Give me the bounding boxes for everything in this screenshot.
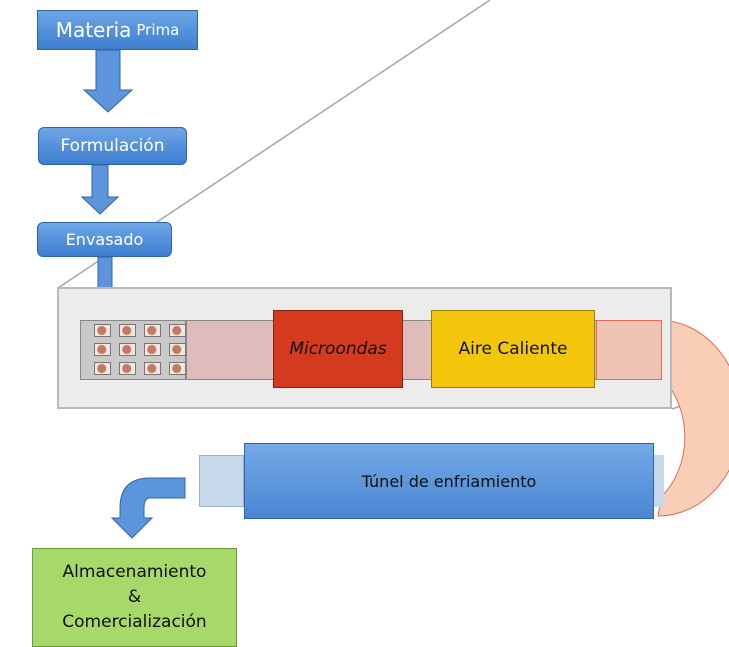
bent-arrow (110, 477, 186, 539)
food-package (169, 362, 186, 375)
envasado-box: Envasado (37, 222, 172, 257)
food-package (169, 324, 186, 337)
conveyor-belt-end (596, 320, 662, 380)
food-package (119, 324, 136, 337)
almacen-line3: Comercialización (62, 612, 207, 632)
almacen-line1: Almacenamiento (62, 562, 207, 582)
cooling-tunnel-outlet (654, 455, 664, 507)
arrow-down-2 (80, 164, 120, 215)
tunel-label: Túnel de enfriamiento (361, 471, 537, 491)
formulacion-box: Formulación (38, 127, 187, 165)
food-package (119, 362, 136, 375)
food-package (144, 362, 161, 375)
food-package (94, 362, 111, 375)
aire-caliente-box: Aire Caliente (431, 310, 595, 388)
almacen-line2: & (127, 587, 142, 607)
food-package (119, 343, 136, 356)
envasado-label: Envasado (65, 230, 144, 249)
arrow-down-1 (82, 49, 134, 113)
food-package (94, 343, 111, 356)
microondas-box: Microondas (273, 310, 403, 388)
food-package (169, 343, 186, 356)
food-package (94, 324, 111, 337)
materia-label: Materia (55, 18, 132, 42)
tunel-enfriamiento-box: Túnel de enfriamiento (244, 443, 654, 519)
almacenamiento-box: Almacenamiento & Comercialización (32, 548, 237, 647)
curved-conveyor (657, 319, 729, 517)
formulacion-label: Formulación (60, 136, 165, 156)
prima-label: Prima (136, 21, 180, 39)
food-package (144, 343, 161, 356)
microondas-label: Microondas (289, 339, 387, 359)
cooling-tunnel-inlet (199, 455, 244, 507)
aire-caliente-label: Aire Caliente (458, 339, 568, 359)
materia-prima-box: Materia Prima (37, 10, 198, 50)
food-package (144, 324, 161, 337)
